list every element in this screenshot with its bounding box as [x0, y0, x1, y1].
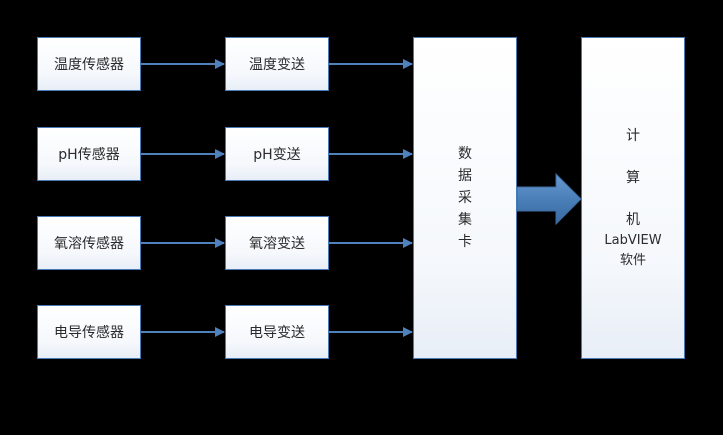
sensor-box-dissolved-oxygen: 氧溶传感器	[37, 216, 141, 270]
daq-label-char: 卡	[458, 234, 472, 250]
sensor-box-conductivity: 电导传感器	[37, 305, 141, 359]
transmitter-box-temperature: 温度变送	[225, 37, 329, 91]
software-label: 软件	[619, 253, 646, 268]
computer-label-char: 机	[626, 212, 640, 228]
computer-label-char: 计	[626, 128, 640, 144]
transmitter-label: pH变送	[253, 147, 301, 163]
computer-box: 计 算 机 LabVIEW 软件	[581, 37, 685, 359]
transmitter-label: 氧溶变送	[249, 236, 305, 252]
computer-label-char: 算	[626, 170, 640, 186]
transmitter-box-dissolved-oxygen: 氧溶变送	[225, 216, 329, 270]
transmitter-label: 温度变送	[249, 57, 305, 73]
data-acquisition-card-box: 数 据 采 集 卡	[413, 37, 517, 359]
sensor-label: 电导传感器	[54, 325, 124, 341]
daq-label-char: 据	[458, 168, 472, 184]
transmitter-label: 电导变送	[249, 325, 305, 341]
transmitter-box-conductivity: 电导变送	[225, 305, 329, 359]
daq-label-char: 数	[458, 146, 472, 162]
sensor-box-temperature: 温度传感器	[37, 37, 141, 91]
sensor-label: 温度传感器	[54, 57, 124, 73]
transmitter-box-ph: pH变送	[225, 127, 329, 181]
software-name: LabVIEW	[604, 233, 662, 248]
daq-label-char: 集	[458, 212, 472, 228]
sensor-box-ph: pH传感器	[37, 127, 141, 181]
daq-label-char: 采	[458, 190, 472, 206]
sensor-label: pH传感器	[58, 147, 120, 163]
big-arrow-daq-to-computer	[516, 172, 582, 226]
sensor-label: 氧溶传感器	[54, 236, 124, 252]
